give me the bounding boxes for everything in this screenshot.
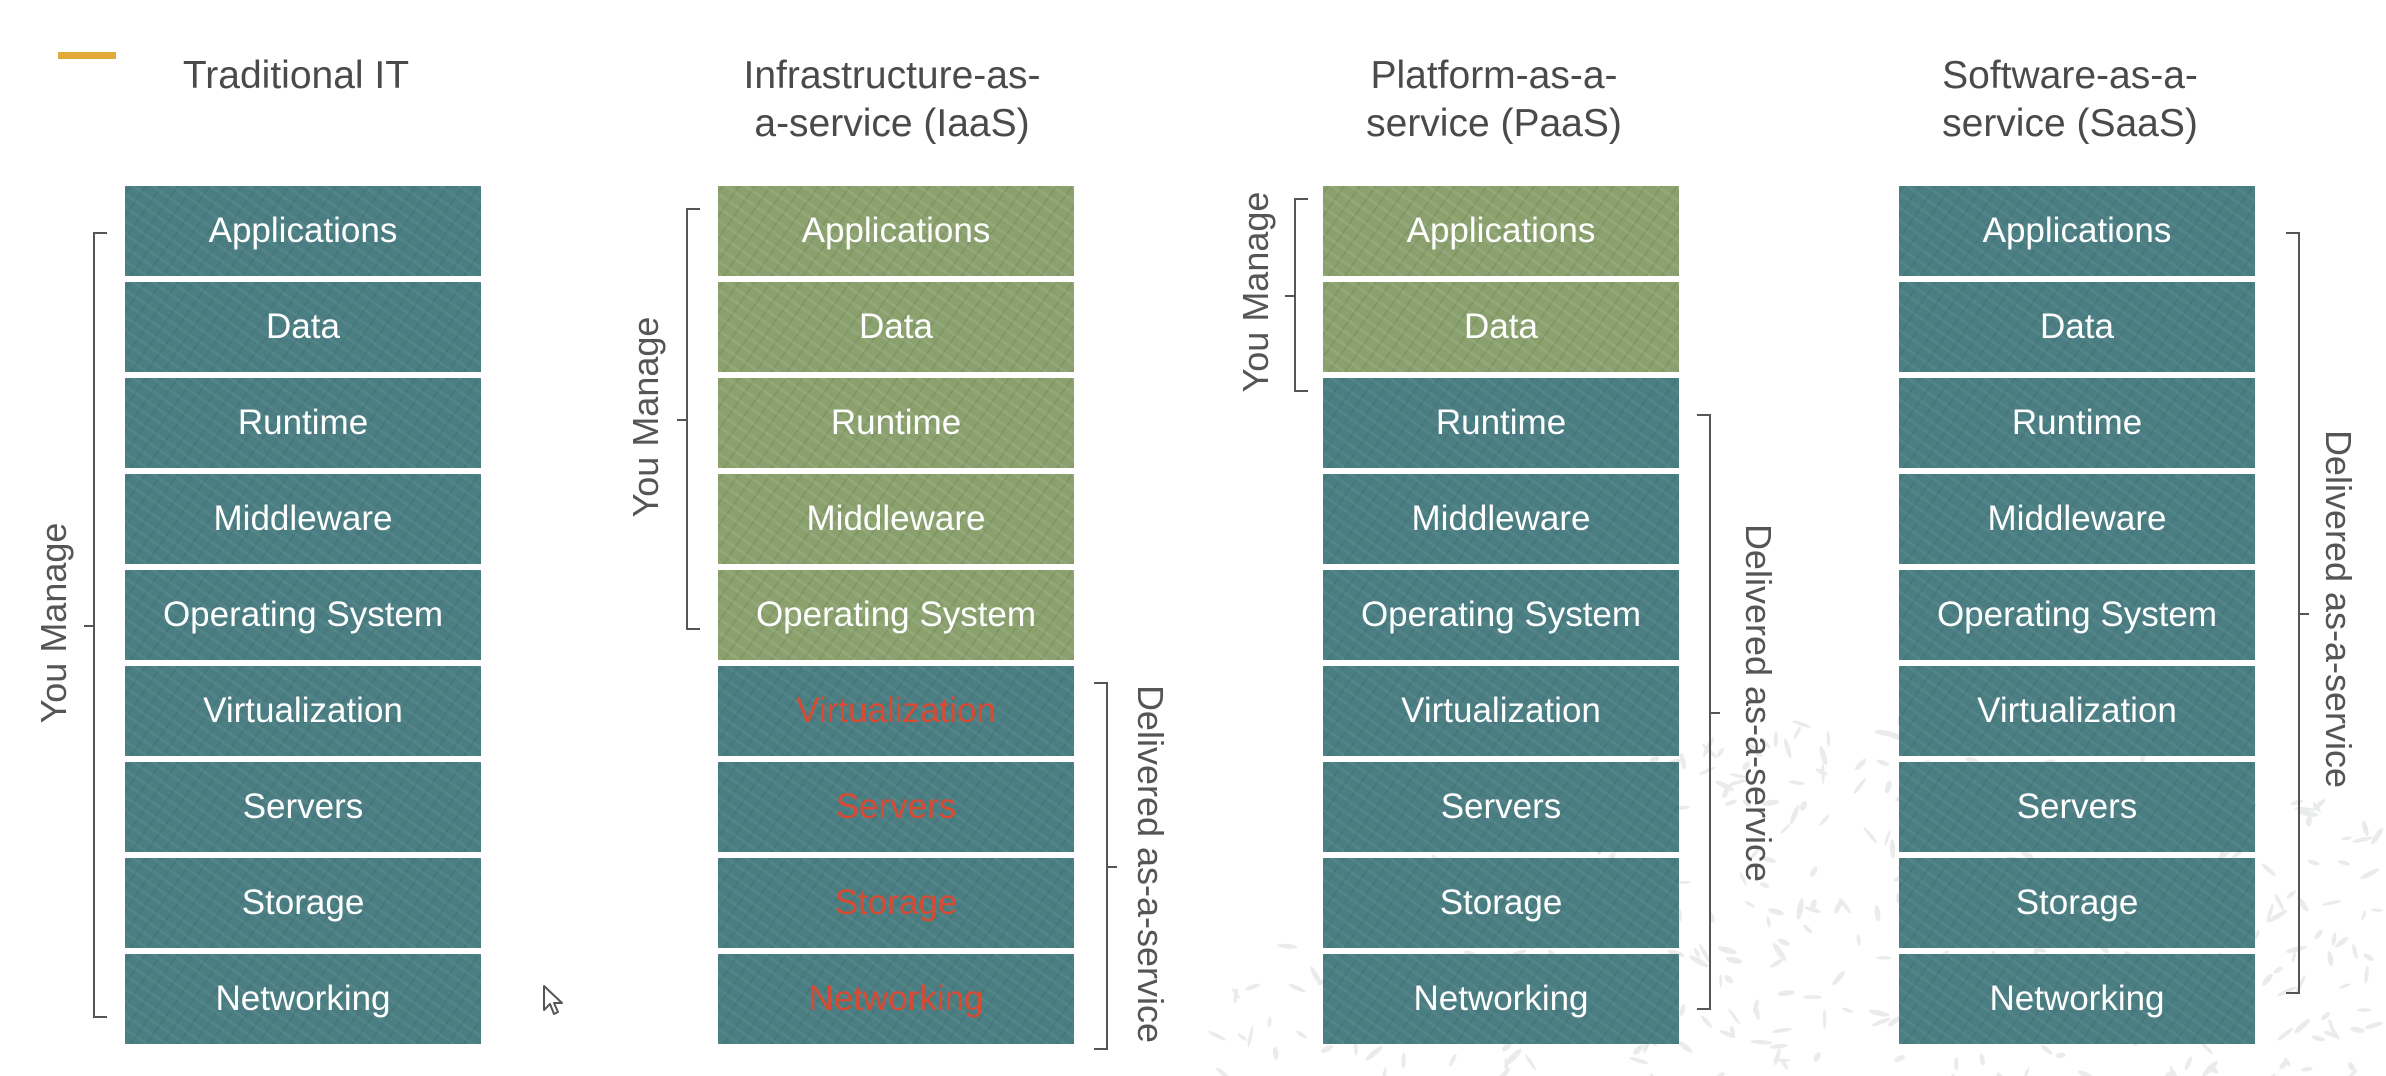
layer-label: Middleware	[1987, 499, 2167, 538]
layer-label: Virtualization	[796, 691, 996, 730]
layer-label: Virtualization	[1401, 691, 1601, 730]
layer-storage-saas: Storage	[1899, 858, 2255, 948]
layer-operating-system-saas: Operating System	[1899, 570, 2255, 660]
layer-operating-system-iaas: Operating System	[718, 570, 1074, 660]
layer-servers-traditional-it: Servers	[125, 762, 481, 852]
layer-storage-iaas: Storage	[718, 858, 1074, 948]
layer-networking-traditional-it: Networking	[125, 954, 481, 1044]
layer-data-iaas: Data	[718, 282, 1074, 372]
layer-storage-traditional-it: Storage	[125, 858, 481, 948]
layer-label: Operating System	[755, 595, 1037, 634]
layer-label: Data	[859, 307, 933, 346]
layer-storage-paas: Storage	[1323, 858, 1679, 948]
layer-label: Servers	[242, 787, 364, 826]
layer-virtualization-saas: Virtualization	[1899, 666, 2255, 756]
layer-data-paas: Data	[1323, 282, 1679, 372]
layer-label: Storage	[1439, 883, 1563, 922]
layer-operating-system-traditional-it: Operating System	[125, 570, 481, 660]
layer-label: Virtualization	[203, 691, 403, 730]
layer-label: Middleware	[213, 499, 393, 538]
layer-middleware-paas: Middleware	[1323, 474, 1679, 564]
layer-operating-system-paas: Operating System	[1323, 570, 1679, 660]
layer-label: Runtime	[2011, 403, 2143, 442]
layer-label: Virtualization	[1977, 691, 2177, 730]
layer-servers-paas: Servers	[1323, 762, 1679, 852]
layer-label: Data	[1464, 307, 1538, 346]
layer-label: Storage	[2015, 883, 2139, 922]
layer-label: Servers	[1440, 787, 1562, 826]
delivered-bracket-iaas	[1094, 682, 1117, 1050]
layer-label: Middleware	[1411, 499, 1591, 538]
layer-label: Operating System	[1936, 595, 2218, 634]
layer-label: Servers	[2016, 787, 2138, 826]
layer-middleware-traditional-it: Middleware	[125, 474, 481, 564]
delivered-label-paas: Delivered as-a-service	[1738, 523, 1779, 883]
layer-label: Middleware	[806, 499, 986, 538]
layer-applications-traditional-it: Applications	[125, 186, 481, 276]
title-saas: Software-as-a- service (SaaS)	[1942, 54, 2198, 145]
layer-label: Runtime	[1435, 403, 1567, 442]
layer-label: Operating System	[162, 595, 444, 634]
layer-applications-paas: Applications	[1323, 186, 1679, 276]
title-paas: Platform-as-a- service (PaaS)	[1366, 54, 1622, 145]
layer-label: Storage	[834, 883, 958, 922]
title-iaas: Infrastructure-as- a-service (IaaS)	[743, 54, 1041, 145]
you-manage-bracket-iaas	[677, 208, 700, 630]
layer-label: Networking	[215, 979, 391, 1018]
layer-label: Networking	[808, 979, 984, 1018]
you-manage-bracket-paas	[1285, 198, 1308, 392]
layer-label: Data	[266, 307, 340, 346]
layer-applications-saas: Applications	[1899, 186, 2255, 276]
layer-middleware-saas: Middleware	[1899, 474, 2255, 564]
mouse-cursor-icon	[543, 985, 563, 1015]
delivered-label-saas: Delivered as-a-service	[2318, 429, 2359, 789]
layer-virtualization-traditional-it: Virtualization	[125, 666, 481, 756]
you-manage-label-iaas: You Manage	[625, 316, 666, 518]
title-traditional-it: Traditional IT	[182, 54, 410, 97]
layer-networking-paas: Networking	[1323, 954, 1679, 1044]
layer-runtime-traditional-it: Runtime	[125, 378, 481, 468]
layer-label: Applications	[1406, 211, 1596, 250]
layer-data-saas: Data	[1899, 282, 2255, 372]
layer-networking-saas: Networking	[1899, 954, 2255, 1044]
delivered-bracket-saas	[2286, 232, 2309, 994]
layer-middleware-iaas: Middleware	[718, 474, 1074, 564]
layer-label: Operating System	[1360, 595, 1642, 634]
layer-virtualization-paas: Virtualization	[1323, 666, 1679, 756]
layer-networking-iaas: Networking	[718, 954, 1074, 1044]
layer-label: Servers	[835, 787, 957, 826]
layer-label: Data	[2040, 307, 2114, 346]
layer-servers-iaas: Servers	[718, 762, 1074, 852]
layer-label: Runtime	[237, 403, 369, 442]
you-manage-bracket-traditional	[84, 232, 107, 1018]
layer-label: Applications	[208, 211, 398, 250]
layer-applications-iaas: Applications	[718, 186, 1074, 276]
layer-label: Runtime	[830, 403, 962, 442]
layer-label: Storage	[241, 883, 365, 922]
layer-label: Applications	[801, 211, 991, 250]
layer-runtime-saas: Runtime	[1899, 378, 2255, 468]
you-manage-label-traditional: You Manage	[33, 522, 74, 724]
layer-label: Networking	[1413, 979, 1589, 1018]
layer-runtime-iaas: Runtime	[718, 378, 1074, 468]
layer-servers-saas: Servers	[1899, 762, 2255, 852]
layer-label: Networking	[1989, 979, 2165, 1018]
layer-label: Applications	[1982, 211, 2172, 250]
delivered-label-iaas: Delivered as-a-service	[1130, 684, 1171, 1044]
delivered-bracket-paas	[1697, 414, 1720, 1010]
layer-runtime-paas: Runtime	[1323, 378, 1679, 468]
you-manage-label-paas: You Manage	[1235, 191, 1276, 393]
layer-virtualization-iaas: Virtualization	[718, 666, 1074, 756]
layer-data-traditional-it: Data	[125, 282, 481, 372]
accent-bar	[58, 52, 116, 59]
